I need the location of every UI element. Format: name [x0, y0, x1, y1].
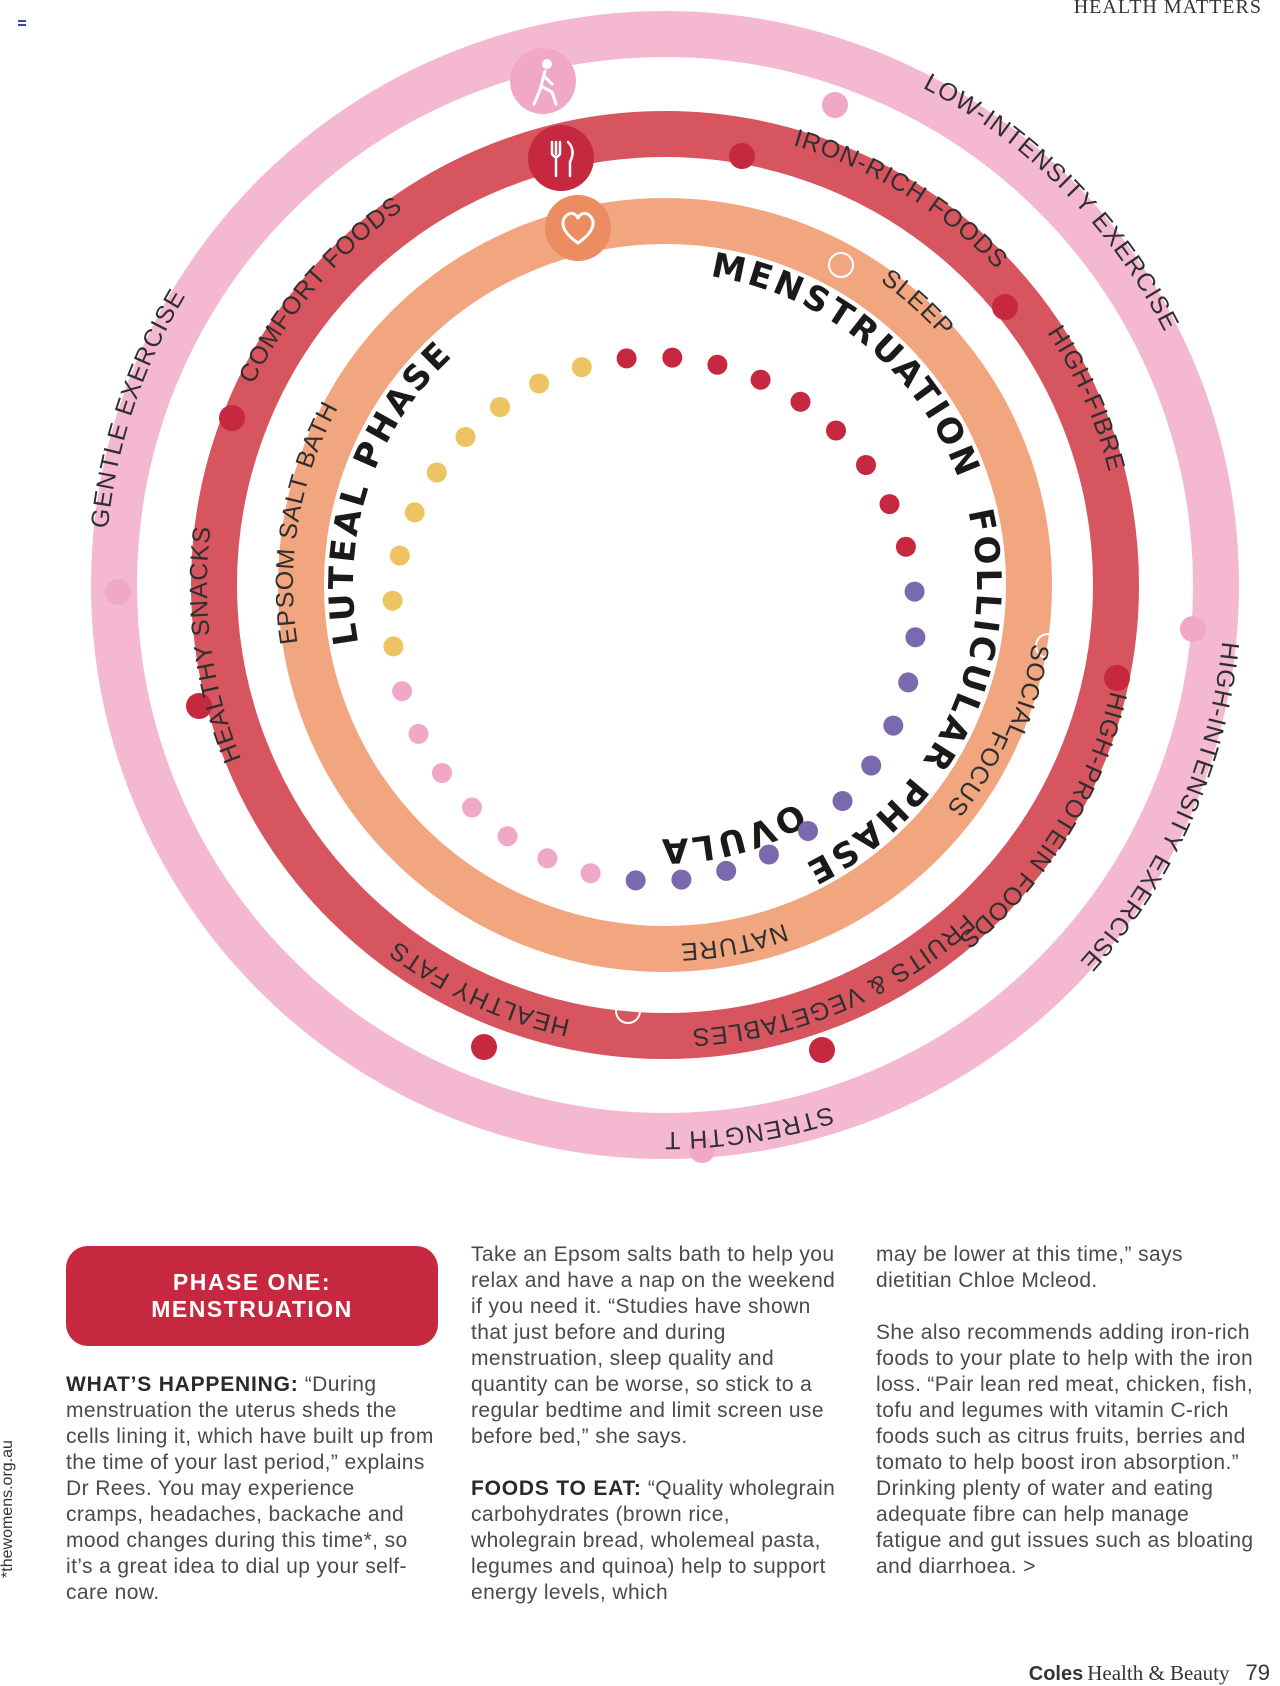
page-number: 79 [1245, 1660, 1270, 1685]
article-column-2: Take an Epsom salts bath to help you rel… [471, 1242, 841, 1606]
phase-badge-line2: MENSTRUATION [151, 1296, 353, 1322]
phase-dot [392, 681, 413, 702]
phase-dot [455, 427, 476, 447]
phase-dot [856, 455, 876, 475]
article-column-1: WHAT’S HAPPENING: “During menstruation t… [66, 1372, 438, 1606]
section-label: HEALTH MATTERS [1073, 0, 1262, 18]
heart-icon [545, 195, 611, 261]
fork-knife-icon [528, 125, 594, 191]
food-ring [191, 111, 1139, 1059]
phase-dot [389, 545, 410, 566]
foods-to-eat-paragraph: FOODS TO EAT: “Quality wholegrain carboh… [471, 1476, 841, 1606]
cycle-diagram: LOW-INTENSITY EXERCISE HIGH-INTENSITY EX… [0, 0, 1243, 1163]
phase-dot [832, 791, 853, 811]
phase-dot [529, 373, 550, 394]
walking-person-icon [510, 48, 576, 114]
corner-mark [18, 20, 26, 28]
phase-dot [861, 755, 882, 776]
phase-dot [625, 870, 646, 891]
phase-dot [904, 581, 925, 602]
footer-magazine: Health & Beauty [1087, 1661, 1230, 1685]
phase-dot [879, 494, 900, 515]
phase-dot [895, 536, 916, 557]
dietitian-paragraph: may be lower at this time,” says dietiti… [876, 1243, 1183, 1292]
foods-to-eat-lead: FOODS TO EAT: [471, 1477, 642, 1500]
phase-dot [432, 763, 452, 783]
phase-dot [490, 397, 510, 417]
whats-happening-lead: WHAT’S HAPPENING: [66, 1373, 299, 1396]
phase-dot [383, 636, 404, 657]
phase-badge-line1: PHASE ONE: [172, 1269, 332, 1295]
epsom-paragraph: Take an Epsom salts bath to help you rel… [471, 1243, 836, 1448]
phase-dot [750, 369, 771, 390]
phase-dot [580, 863, 601, 884]
phase-dot [707, 354, 728, 375]
phase-dot [382, 590, 403, 611]
phase-dot [662, 347, 683, 368]
phase-dot [404, 502, 425, 523]
phase-dot [671, 869, 692, 890]
phase-dot [898, 672, 919, 693]
phase-dot [905, 627, 926, 648]
whats-happening-body: “During menstruation the uterus sheds th… [66, 1373, 434, 1604]
foods-to-eat-body: “Quality wholegrain carbohydrates (brown… [471, 1477, 836, 1604]
phase-dot [462, 797, 482, 818]
phase-dot [883, 715, 904, 736]
phase-dot [616, 348, 637, 369]
iron-paragraph: She also recommends adding iron-rich foo… [876, 1321, 1254, 1578]
phase-dot [426, 462, 447, 483]
phase-dot [716, 860, 737, 881]
phase-badge: PHASE ONE: MENSTRUATION [66, 1246, 438, 1346]
phase-dot [497, 826, 518, 847]
selfcare-ring [278, 198, 1052, 972]
phase-dot [408, 723, 429, 744]
whats-happening-paragraph: WHAT’S HAPPENING: “During menstruation t… [66, 1372, 438, 1606]
phase-dot [571, 357, 592, 378]
footer-brand: Coles [1028, 1663, 1084, 1685]
ring-badges [105, 92, 1206, 1163]
phase-dot [798, 821, 818, 841]
phase-dot [537, 848, 558, 869]
phase-dot [826, 420, 846, 441]
article-column-3: may be lower at this time,” says dietiti… [876, 1242, 1254, 1580]
side-credit: *thewomens.org.au [0, 1440, 16, 1578]
phase-dots [382, 347, 926, 891]
phase-dot [758, 844, 779, 865]
phase-dot [790, 391, 811, 412]
